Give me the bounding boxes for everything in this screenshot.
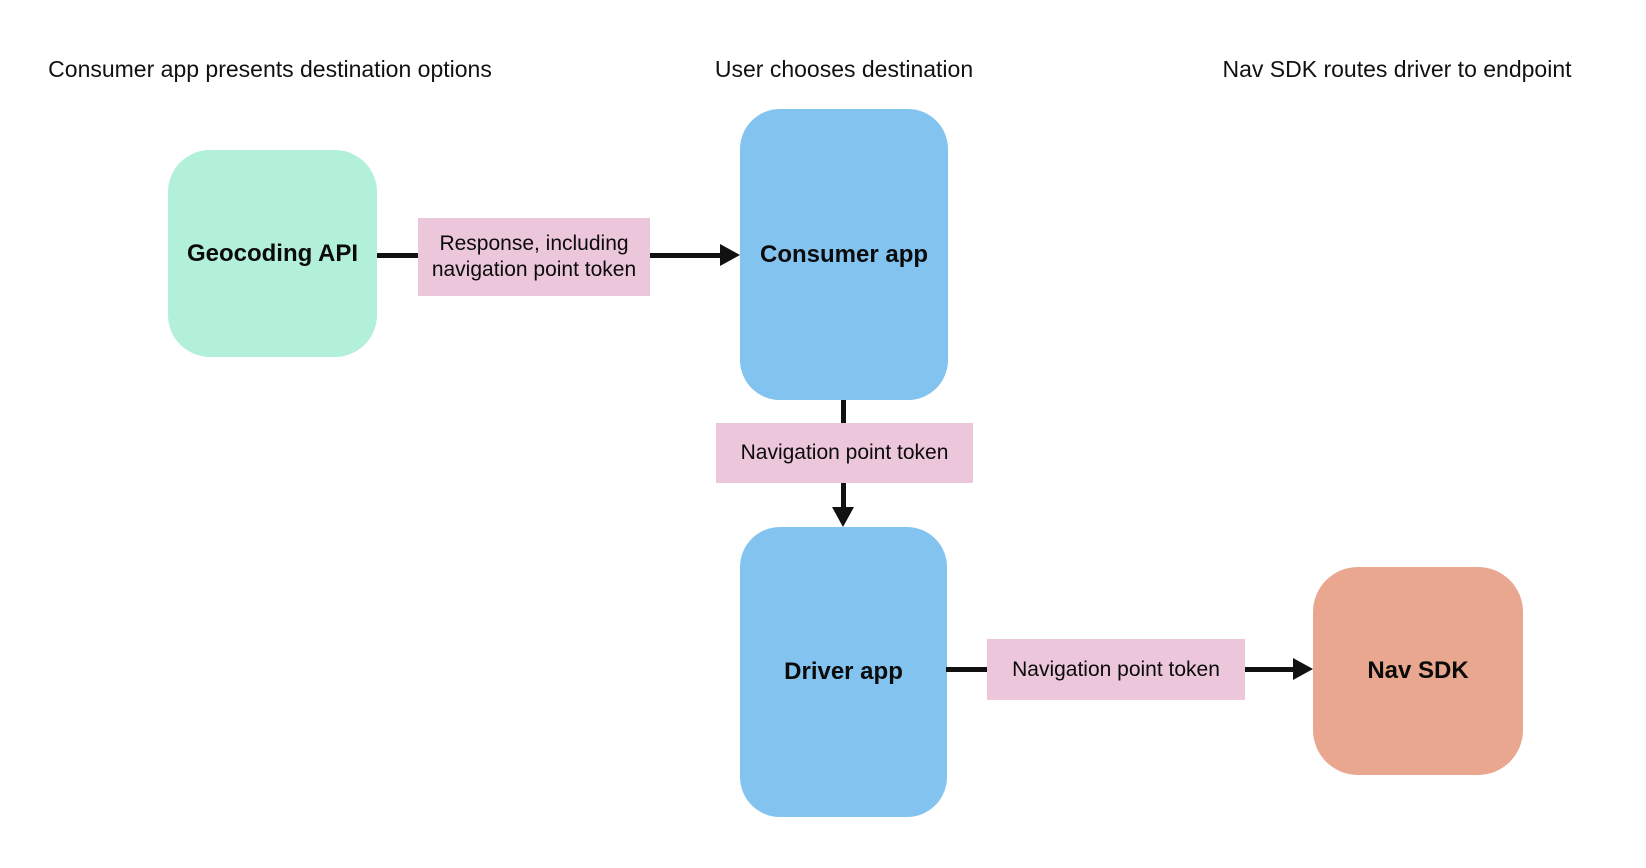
node-nav-sdk-label: Nav SDK [1367, 657, 1469, 684]
edge-label-text: Navigation point token [740, 441, 949, 465]
edge-label-navigation-point-token-vertical: Navigation point token [716, 423, 973, 483]
edge-label-to-consumer-line [650, 253, 722, 258]
edge-consumer-to-label-line [841, 400, 846, 423]
edge-geocoding-to-label-line [377, 253, 418, 258]
node-geocoding-api-label: Geocoding API [186, 239, 359, 267]
node-geocoding-api: Geocoding API [168, 150, 377, 357]
arrowhead-down-icon [832, 507, 854, 527]
edge-label-navigation-point-token-horizontal: Navigation point token [987, 639, 1245, 700]
column-title-destination-options: Consumer app presents destination option… [48, 56, 492, 82]
node-nav-sdk: Nav SDK [1313, 567, 1523, 775]
edge-label-text: Response, including navigation point tok… [431, 232, 637, 281]
column-title-user-chooses: User chooses destination [714, 56, 974, 82]
edge-driver-to-label-line [946, 667, 987, 672]
edge-label-text: Navigation point token [1012, 657, 1220, 681]
node-consumer-app-label: Consumer app [759, 240, 929, 268]
edge-label-response-including-token: Response, including navigation point tok… [418, 218, 650, 296]
edge-label-to-navsdk-line [1245, 667, 1295, 672]
node-driver-app-label: Driver app [784, 658, 903, 685]
arrowhead-right-icon [1293, 658, 1313, 680]
node-consumer-app: Consumer app [740, 109, 948, 400]
node-driver-app: Driver app [740, 527, 947, 817]
column-title-nav-sdk-routes: Nav SDK routes driver to endpoint [1222, 56, 1572, 82]
edge-label-to-driver-line [841, 483, 846, 509]
arrowhead-right-icon [720, 244, 740, 266]
